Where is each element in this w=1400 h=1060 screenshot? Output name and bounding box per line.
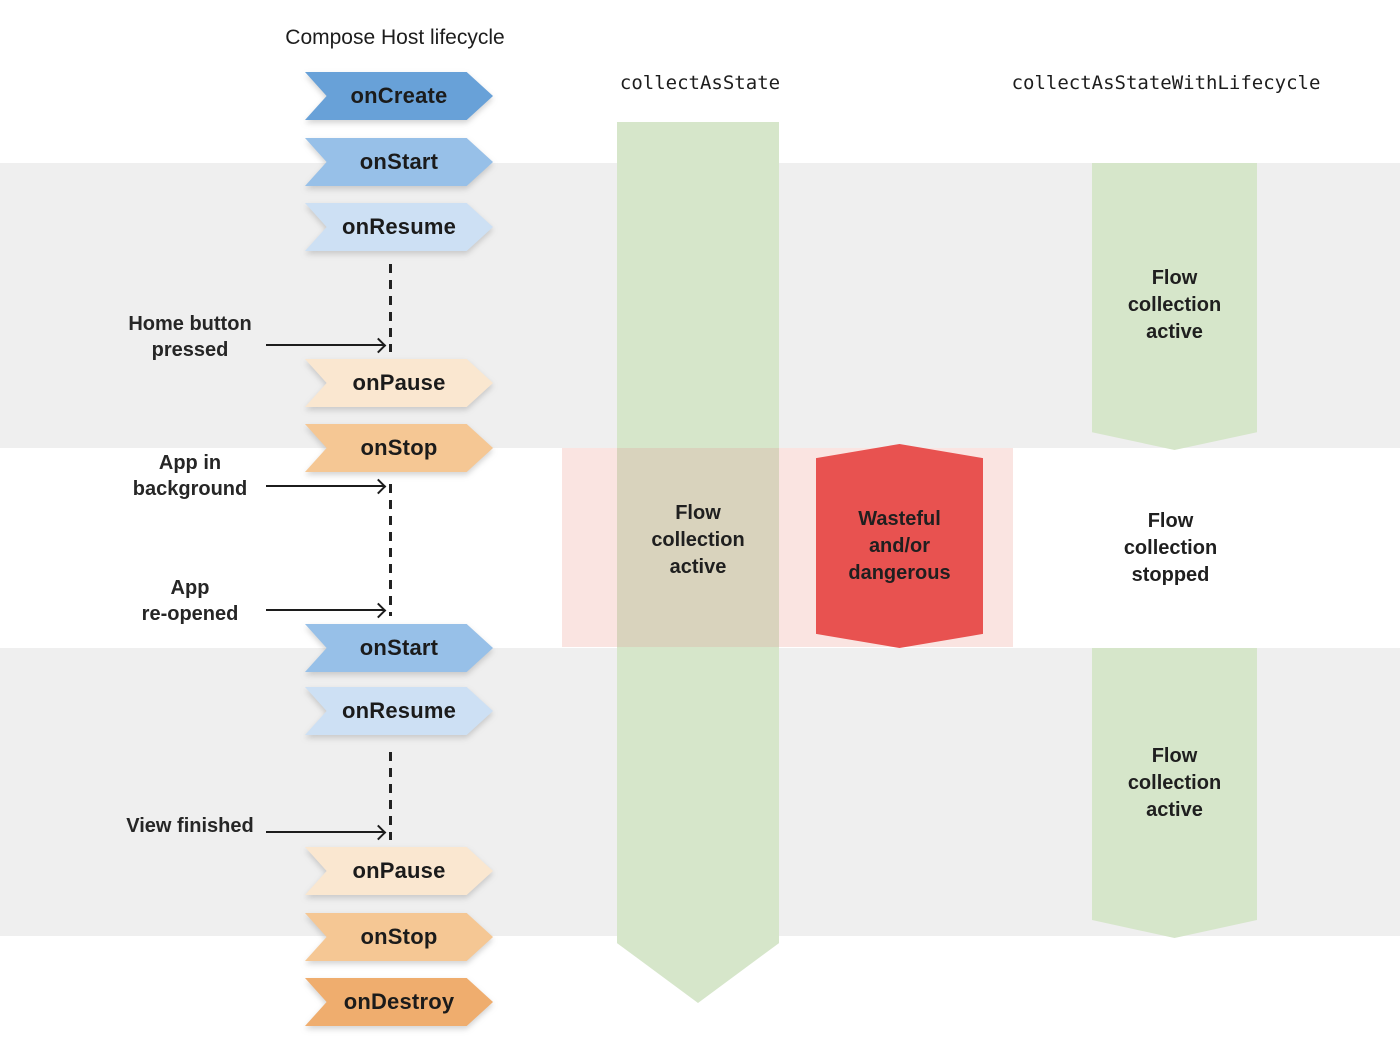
chevron-on-destroy-label: onDestroy bbox=[305, 978, 493, 1026]
chevron-on-pause: onPause bbox=[305, 359, 493, 407]
chevron-on-resume-2: onResume bbox=[305, 687, 493, 735]
flow-collection-stopped-label: Flow collection stopped bbox=[1123, 510, 1218, 586]
chevron-on-start-label: onStart bbox=[305, 138, 493, 186]
chevron-on-create-label: onCreate bbox=[305, 72, 493, 120]
dashed-connector-2 bbox=[389, 484, 392, 616]
event-arrow-4 bbox=[266, 831, 384, 833]
event-app-re-opened: App re-opened bbox=[141, 577, 239, 625]
column-header-collect-as-state: collectAsState bbox=[619, 72, 781, 94]
event-home-button-pressed: Home button pressed bbox=[128, 313, 252, 361]
event-arrow-2 bbox=[266, 485, 384, 487]
chevron-on-stop: onStop bbox=[305, 424, 493, 472]
chevron-on-stop-2-label: onStop bbox=[305, 913, 493, 961]
chevron-on-pause-2: onPause bbox=[305, 847, 493, 895]
flow-collection-active-with-lifecycle-bottom: Flow collection active bbox=[1127, 745, 1222, 821]
wasteful-danger-shape bbox=[816, 444, 983, 648]
chevron-on-stop-label: onStop bbox=[305, 424, 493, 472]
wasteful-dangerous-label: Wasteful and/or dangerous bbox=[848, 508, 951, 584]
dashed-connector-1 bbox=[389, 264, 392, 352]
chevron-on-start: onStart bbox=[305, 138, 493, 186]
event-view-finished: View finished bbox=[126, 815, 254, 837]
flow-collection-active-with-lifecycle-top: Flow collection active bbox=[1127, 267, 1222, 343]
with-lifecycle-flow-band-top bbox=[1092, 163, 1257, 450]
diagram-title: Compose Host lifecycle bbox=[285, 26, 505, 49]
chevron-on-start-2-label: onStart bbox=[305, 624, 493, 672]
chevron-on-resume-2-label: onResume bbox=[305, 687, 493, 735]
event-arrow-3 bbox=[266, 609, 384, 611]
chevron-on-stop-2: onStop bbox=[305, 913, 493, 961]
with-lifecycle-flow-band-bottom bbox=[1092, 648, 1257, 938]
chevron-on-resume-label: onResume bbox=[305, 203, 493, 251]
chevron-on-pause-2-label: onPause bbox=[305, 847, 493, 895]
flow-collection-active-collect-as-state: Flow collection active bbox=[651, 502, 745, 578]
chevron-on-resume: onResume bbox=[305, 203, 493, 251]
column-header-collect-as-state-with-lifecycle: collectAsStateWithLifecycle bbox=[1011, 72, 1321, 94]
chevron-on-create: onCreate bbox=[305, 72, 493, 120]
chevron-on-destroy: onDestroy bbox=[305, 978, 493, 1026]
event-app-in-background: App in background bbox=[132, 452, 248, 500]
event-arrow-1 bbox=[266, 344, 384, 346]
flow-active-in-danger-zone bbox=[617, 448, 779, 647]
dashed-connector-3 bbox=[389, 752, 392, 840]
chevron-on-start-2: onStart bbox=[305, 624, 493, 672]
chevron-on-pause-label: onPause bbox=[305, 359, 493, 407]
